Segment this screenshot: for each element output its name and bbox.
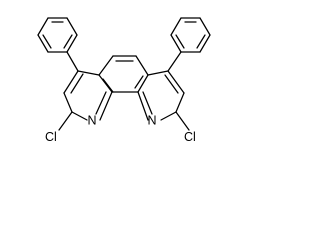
atom-label-chlorine-left: Cl bbox=[45, 130, 57, 144]
atom-label-nitrogen-right: N bbox=[148, 114, 157, 128]
right-c-cl-bond bbox=[175, 111, 190, 131]
left-c-cl-bond bbox=[58, 111, 73, 131]
left-phenyl-bond bbox=[66, 51, 79, 72]
left-pyridine-ring bbox=[63, 70, 114, 121]
molecule-drawing: N N Cl Cl bbox=[37, 17, 211, 144]
right-pyridine-ring bbox=[137, 70, 185, 121]
right-phenyl-ring bbox=[170, 17, 211, 53]
central-ring bbox=[98, 55, 149, 93]
left-phenyl-ring bbox=[37, 17, 78, 53]
structure-diagram: N N Cl Cl bbox=[37, 17, 211, 144]
atom-label-chlorine-right: Cl bbox=[184, 130, 196, 144]
atom-label-nitrogen-left: N bbox=[88, 114, 97, 128]
right-phenyl-bond bbox=[167, 51, 182, 72]
